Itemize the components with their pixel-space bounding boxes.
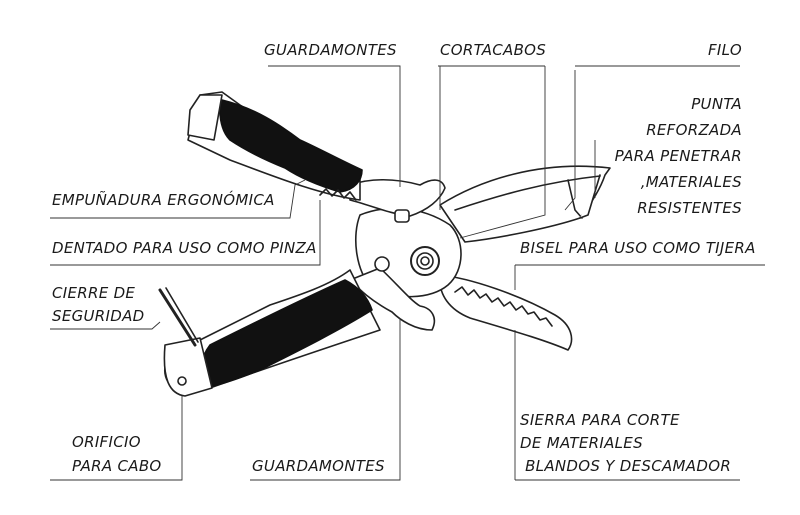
label-dentado: DENTADO PARA USO COMO PINZA <box>52 239 317 257</box>
label-sierra-1: SIERRA PARA CORTE <box>520 411 680 429</box>
label-cortacabos: CORTACABOS <box>440 41 547 59</box>
label-sierra-2: DE MATERIALES <box>520 434 643 452</box>
label-punta-1: PUNTA <box>691 95 742 113</box>
label-bisel: BISEL PARA USO COMO TIJERA <box>520 239 756 257</box>
lanyard-end <box>163 337 213 397</box>
leader-lines <box>50 65 765 481</box>
label-punta-4: ,MATERIALES <box>640 173 742 191</box>
label-cierre-2: SEGURIDAD <box>52 307 145 325</box>
label-guardamontes-top: GUARDAMONTES <box>264 41 397 59</box>
label-sierra-3: BLANDOS Y DESCAMADOR <box>520 457 732 475</box>
lower-guard <box>349 267 436 331</box>
label-orificio-2: PARA CABO <box>72 457 162 475</box>
label-punta-2: REFORZADA <box>646 121 742 139</box>
upper-blade <box>439 165 611 243</box>
label-empunadura: EMPUÑADURA ERGONÓMICA <box>52 191 275 209</box>
lower-blade <box>439 274 573 351</box>
label-punta-3: PARA PENETRAR <box>614 147 742 165</box>
upper-grip <box>219 99 363 193</box>
label-cierre-1: CIERRE DE <box>52 284 136 302</box>
label-orificio-1: ORIFICIO <box>72 433 141 451</box>
label-punta-5: RESISTENTES <box>637 199 742 217</box>
safety-clip <box>158 288 197 347</box>
upper-guard <box>349 179 446 217</box>
label-filo: FILO <box>708 41 742 59</box>
label-guardamontes-bottom: GUARDAMONTES <box>252 457 385 475</box>
